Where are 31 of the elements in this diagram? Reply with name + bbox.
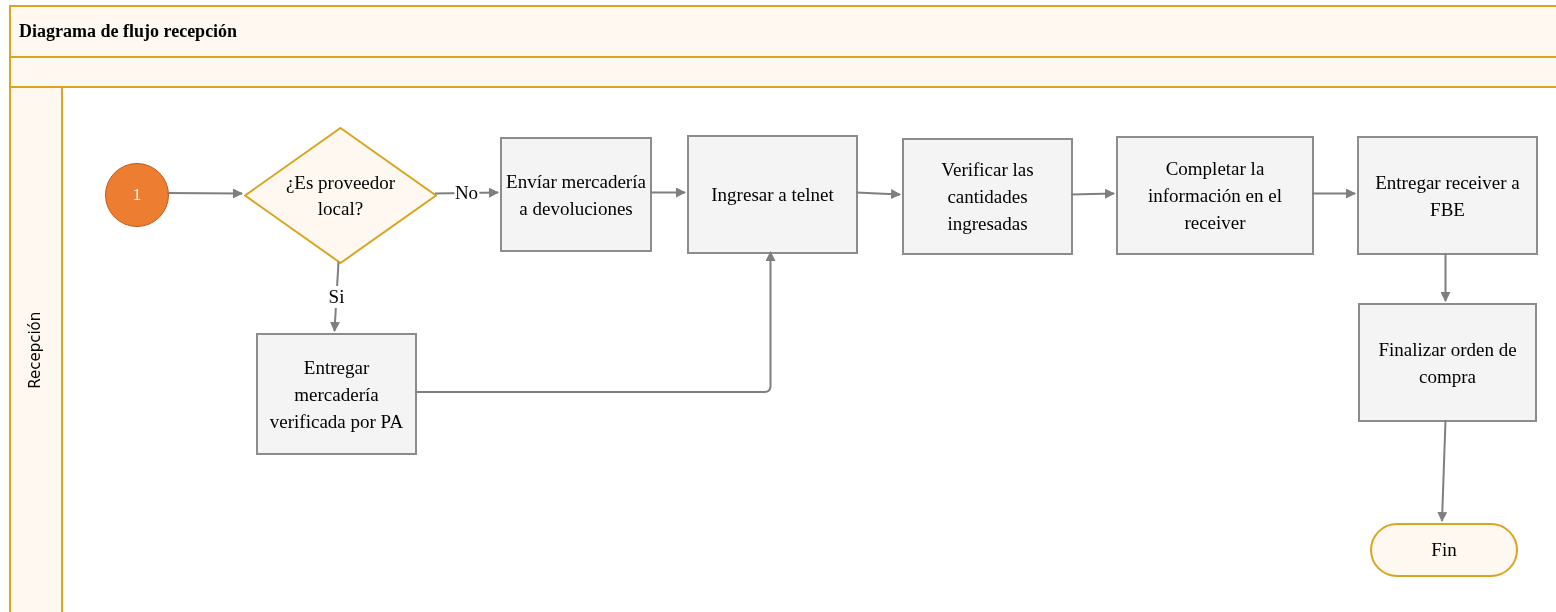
process-box: [500, 137, 652, 252]
arrow: [1070, 188, 1115, 199]
node-label: Recepción: [26, 311, 45, 389]
node-label: Entregar mercadería verificada por PA: [268, 355, 405, 434]
process-box: [1116, 136, 1314, 255]
node-label: Entregar receiver a FBE: [1374, 170, 1521, 222]
diagram-title: Diagrama de flujo recepción: [19, 20, 238, 43]
process-box: [1358, 303, 1537, 422]
swimlane: [9, 86, 1556, 612]
process-box: [1357, 136, 1538, 255]
node-label: 1: [132, 184, 142, 207]
arrow: [649, 187, 686, 198]
process-box: [256, 333, 417, 455]
terminator-pill: [1370, 523, 1518, 577]
node-label: Ingresar a telnet: [711, 183, 834, 207]
decision-diamond: [244, 127, 437, 264]
process-box: [687, 135, 858, 254]
node-label: Fin: [1431, 537, 1457, 562]
arrow: [1311, 188, 1356, 199]
edge-label: Si: [327, 285, 346, 308]
arrow: [1437, 419, 1448, 522]
arrow: [1440, 252, 1451, 302]
arrow: [855, 189, 901, 200]
process-box: [902, 138, 1073, 255]
node-label: ¿Es proveedor local?: [285, 171, 396, 219]
arrow: [414, 251, 776, 393]
node-label: Completar la información en el receiver: [1147, 157, 1283, 235]
node-label: Verificar las cantidades ingresadas: [940, 158, 1035, 236]
arrow: [166, 188, 243, 199]
node-label: Envíar mercadería a devoluciones: [506, 169, 646, 221]
node-label: Finalizar orden de compra: [1377, 337, 1518, 389]
